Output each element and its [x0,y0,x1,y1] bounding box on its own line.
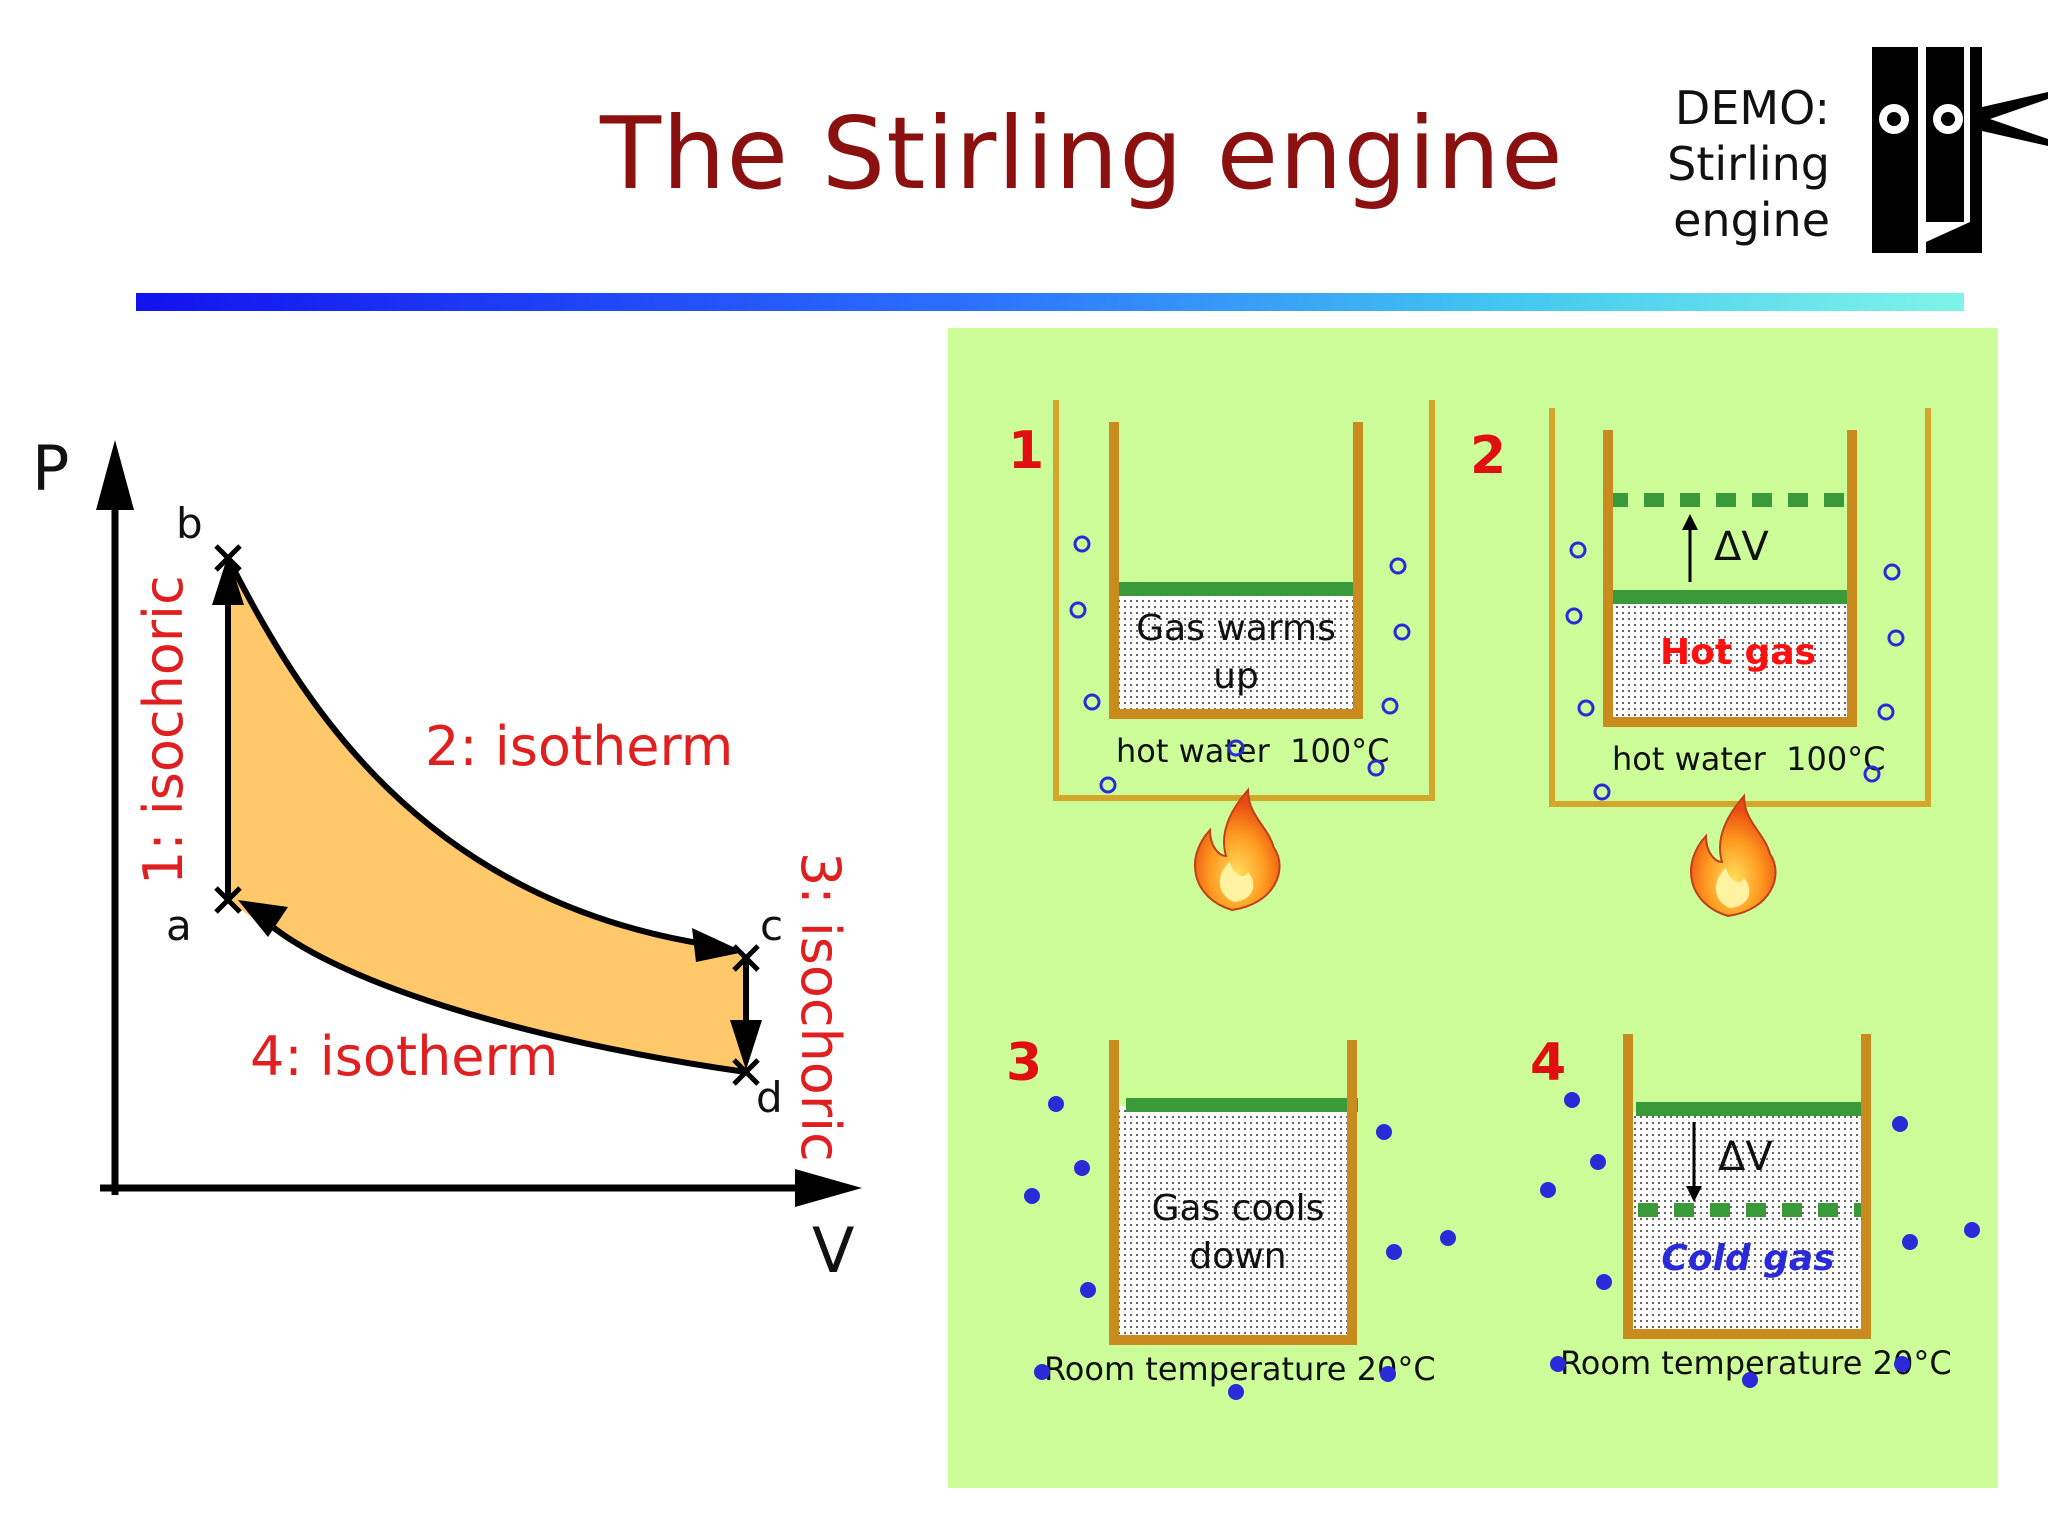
point-d-marker-icon [732,1058,760,1086]
stage-4-number: 4 [1530,1033,1566,1093]
stage-3-bath-label: Room temperature 20°C [1044,1350,1436,1388]
stages-diagram: 1 Gas warms up hot water 100°C 2 [1006,400,1980,1400]
stage-2-number: 2 [1470,426,1506,486]
pv-diagram: P V b a c d 1: isochoric 2: isotherm 3: … [32,432,862,1287]
point-c-marker-icon [732,944,760,972]
process-2-arrow-icon [692,928,744,962]
p-axis-label: P [32,432,69,505]
stage-2: 2 ΔV Hot gas hot water 100°C [1470,408,1931,918]
stage-4-piston [1636,1102,1868,1116]
point-a-marker-icon [214,886,242,914]
demo-line-1: DEMO: [1674,81,1830,135]
v-axis-label: V [812,1214,854,1287]
stage-1-gas-text-line-2: up [1213,656,1259,697]
process-1-label: 1: isochoric [132,575,195,885]
stage-1-gas-region [1118,590,1354,710]
stage-3-cylinder [1109,1040,1357,1345]
slide-title: The Stirling engine [600,95,1564,212]
stage-1-flame-icon [1194,787,1281,912]
stage-3: 3 Gas cools down Room temperature 20°C [1006,1033,1456,1400]
stage-4-cylinder [1623,1034,1871,1339]
stage-2-cylinder [1603,430,1857,727]
point-b-label: b [176,499,203,548]
point-d-label: d [756,1073,783,1122]
stage-3-piston [1126,1098,1358,1112]
stage-1-gas-text-line-1: Gas warms [1136,608,1336,649]
stage-4-delta-arrow-head-icon [1686,1186,1702,1202]
v-axis-arrow-icon [795,1169,862,1207]
p-axis-arrow-icon [96,440,134,510]
stage-1-number: 1 [1008,421,1044,481]
stage-4-molecules [1540,1092,1980,1388]
stage-2-delta-label: ΔV [1714,524,1769,570]
process-4-arrow-icon [238,900,288,937]
demo-logo-icon [1872,47,2048,253]
demo-line-3: engine [1673,193,1830,247]
stage-4: 4 ΔV Cold gas Room temperature 20°C [1530,1033,1980,1388]
point-b-marker-icon [214,544,242,572]
process-3-arrow-icon [730,1020,762,1070]
process-4-label: 4: isotherm [250,1025,558,1088]
stage-4-delta-label: ΔV [1718,1134,1773,1180]
demo-label: DEMO: Stirling engine [1600,80,1830,248]
stage-3-gas-text-line-2: down [1189,1236,1286,1277]
process-2-label: 2: isotherm [425,715,733,778]
stage-3-gas-region [1118,1106,1354,1338]
stage-3-molecules [1024,1096,1456,1400]
stage-1: 1 Gas warms up hot water 100°C [1008,400,1435,912]
stage-1-bath-label: hot water 100°C [1116,732,1390,770]
cycle-area [228,558,746,1072]
stage-2-piston [1606,590,1856,604]
process-1-arrow-icon [212,555,244,605]
stage-1-piston [1110,582,1362,596]
process-3-label: 3: isochoric [789,852,852,1162]
stage-2-bubbles [1565,541,1905,801]
stages-panel: 1 Gas warms up hot water 100°C 2 [948,328,1998,1488]
stage-2-flame-icon [1690,793,1777,918]
stage-4-gas-text: Cold gas [1661,1238,1834,1279]
demo-line-2: Stirling [1667,137,1830,191]
process-2-curve [225,556,711,948]
point-c-label: c [760,901,783,950]
stage-2-delta-arrow-head-icon [1682,514,1698,530]
stage-1-cylinder [1109,422,1363,719]
title-underline-bar [136,293,1964,311]
stage-2-gas-region [1612,598,1848,718]
point-a-label: a [166,901,192,950]
process-4-curve [259,915,747,1075]
stage-3-number: 3 [1006,1033,1042,1093]
stage-4-gas-region [1632,1112,1868,1332]
stage-2-gas-text: Hot gas [1660,632,1816,673]
stage-3-gas-text-line-1: Gas cools [1152,1188,1325,1229]
stage-1-bubbles [1069,535,1411,794]
stage-2-bath-label: hot water 100°C [1612,740,1886,778]
